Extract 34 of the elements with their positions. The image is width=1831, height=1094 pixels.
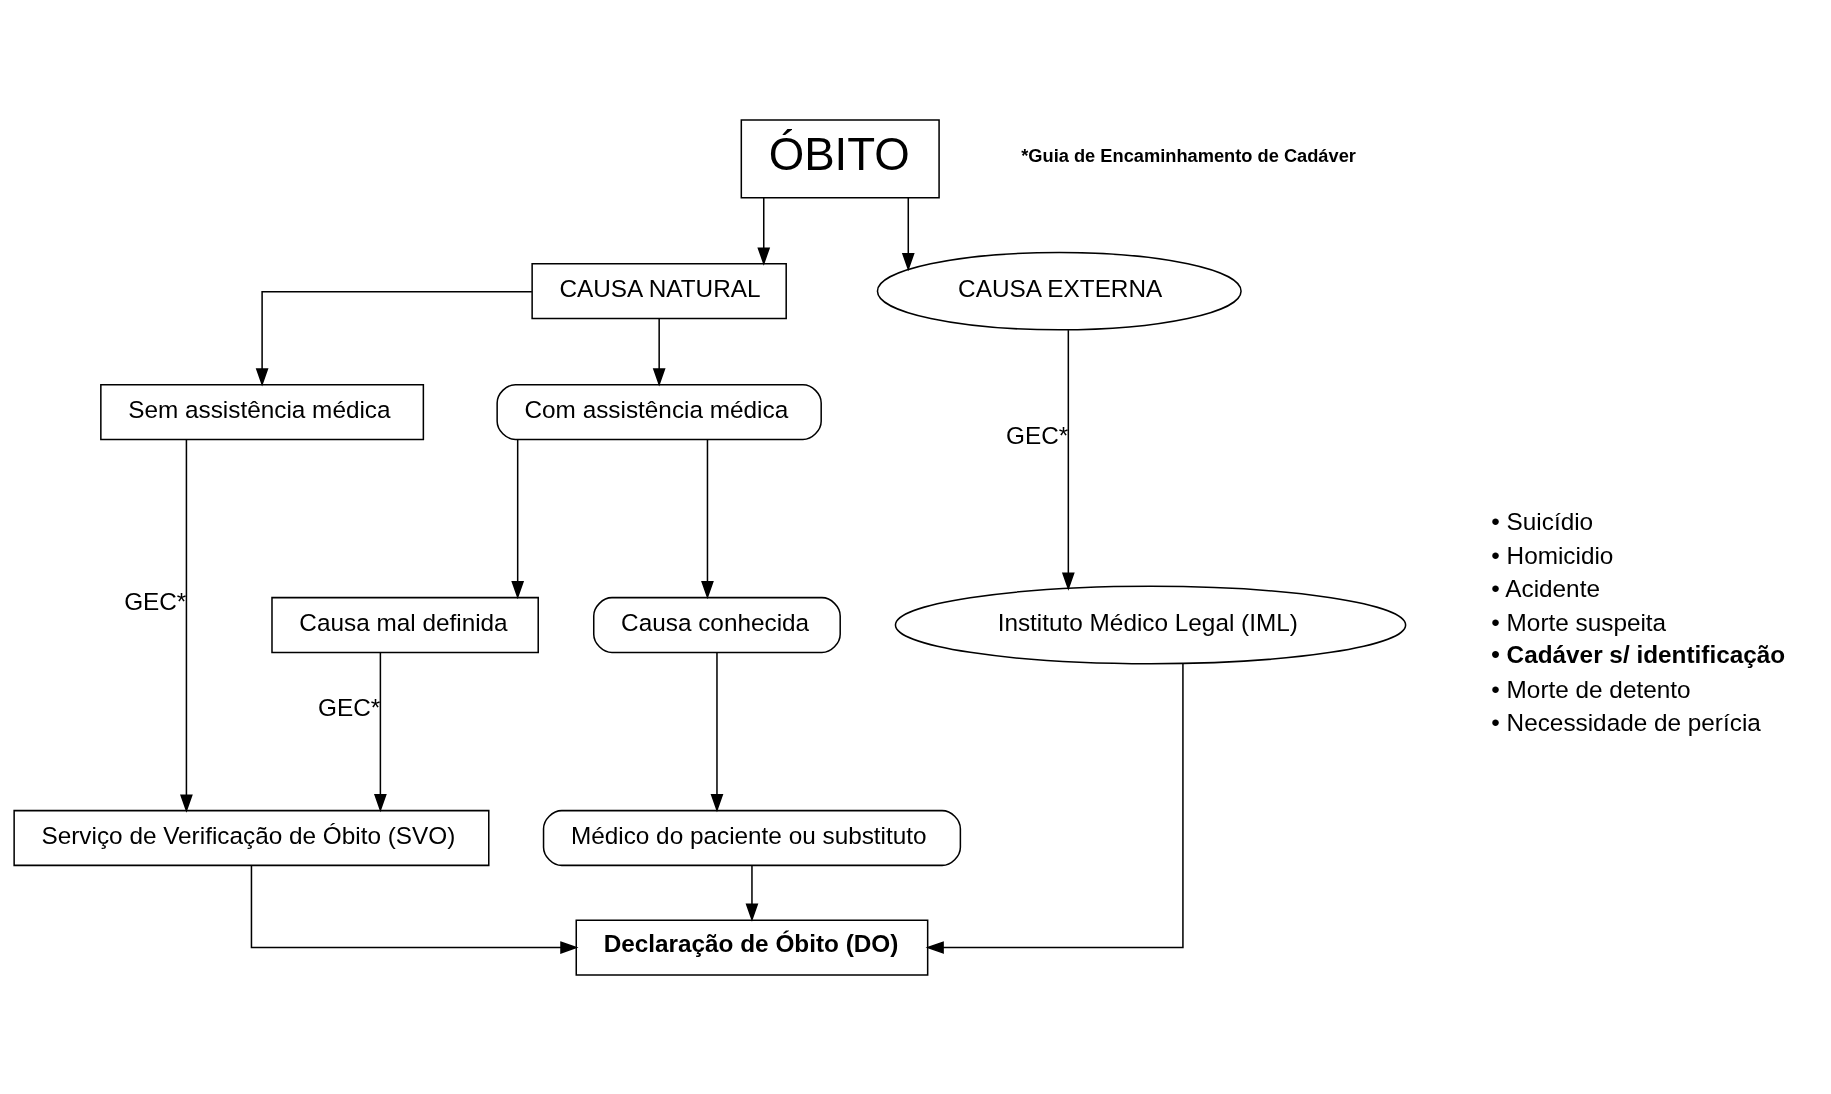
arrow — [374, 651, 387, 812]
node-box: CAUSA NATURAL — [531, 262, 787, 319]
arrow — [925, 662, 1184, 954]
arrow — [745, 864, 759, 922]
node-box: Com assistência médica — [496, 383, 822, 440]
arrow — [255, 290, 533, 386]
node-box: Serviço de Verificação de Óbito (SVO) — [13, 809, 490, 866]
label: • Cadáver s/ identificação — [1491, 640, 1786, 668]
arrow — [701, 438, 714, 599]
arrow — [757, 196, 771, 266]
node-ellipse: Instituto Médico Legal (IML) — [894, 585, 1407, 664]
arrow — [901, 196, 915, 271]
node-box: ÓBITO — [740, 118, 940, 198]
label: • Morte de detento — [1491, 675, 1691, 703]
label: • Morte suspeita — [1491, 608, 1667, 636]
node-box: Causa mal definida — [271, 596, 539, 653]
node-box: Declaração de Óbito (DO) — [575, 918, 929, 976]
arrow — [511, 438, 525, 599]
arrow — [1061, 328, 1075, 591]
label: • Suicídio — [1491, 507, 1594, 535]
arrow — [250, 864, 579, 954]
label: • Necessidade de perícia — [1491, 708, 1761, 736]
arrow — [710, 651, 724, 812]
arrow — [652, 317, 666, 387]
node-box: Médico do paciente ou substituto — [542, 809, 962, 866]
edge-label: GEC* — [1006, 421, 1069, 449]
label: *Guia de Encaminhamento de Cadáver — [1021, 144, 1356, 166]
node-box: Sem assistência médica — [100, 383, 425, 440]
label: • Acidente — [1491, 574, 1600, 602]
arrow — [180, 438, 193, 813]
label: • Homicidio — [1491, 541, 1614, 569]
node-box: Causa conhecida — [593, 596, 841, 653]
edge-label: GEC* — [318, 693, 381, 721]
edge-label: GEC* — [124, 587, 187, 615]
